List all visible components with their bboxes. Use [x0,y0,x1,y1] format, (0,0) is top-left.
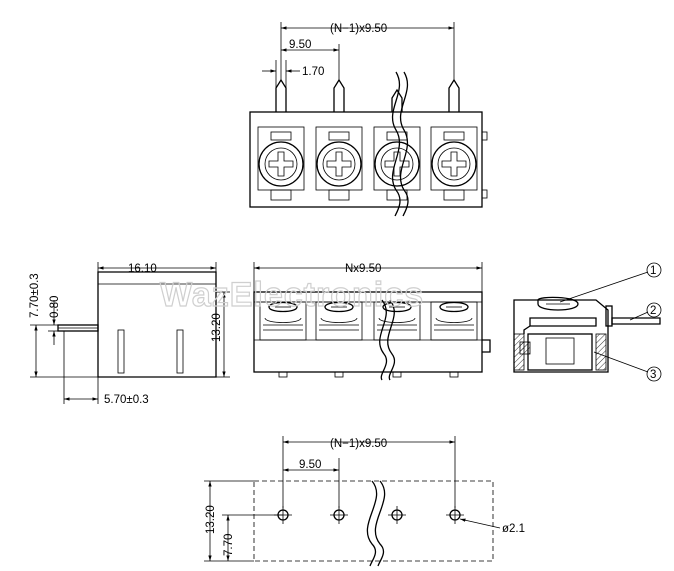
dim-foot-total: (N−1)x9.50 [330,438,387,450]
callout-3: 3 [650,369,656,381]
dim-side-height: 13.20 [211,313,223,342]
cross-slot-icon [326,151,352,177]
screw-head-icon [258,141,304,187]
cross-slot-icon [441,151,467,177]
top-terminal-4 [430,126,478,201]
dim-side-pin-thickness: 0.80 [49,296,61,318]
dim-foot-height: 13.20 [205,505,217,534]
dim-top-pin: 1.70 [302,66,324,78]
footprint-hole-2 [330,506,348,524]
callout-1: 1 [650,265,656,277]
screw-side-icon [324,301,354,313]
callout-2: 2 [650,305,656,317]
screw-head-icon [316,141,362,187]
dim-top-pitch: 9.50 [289,39,311,51]
top-view-pins [275,78,460,112]
dim-foot-pitch: 9.50 [299,459,321,471]
front-terminal-4 [430,301,478,378]
top-view-body [249,111,483,208]
dim-side-depth: 16.10 [128,263,157,275]
top-terminal-1 [257,126,305,201]
top-view: (N−1)x9.50 9.50 1.70 [249,22,488,217]
front-terminal-3 [373,301,421,378]
top-terminal-2 [315,126,363,201]
top-view-terminals [257,126,478,201]
section-view: 1 2 3 [513,262,662,382]
dim-foot-row: 7.70 [223,534,235,556]
front-terminal-1 [259,301,307,378]
dim-side-pin-offset: 5.70±0.3 [104,394,149,406]
watermark: WazElectronics [160,276,424,314]
dim-foot-hole: ø2.1 [502,523,525,535]
screw-side-icon [268,301,298,313]
footprint-hole-3 [388,506,406,524]
footprint-holes [274,506,464,524]
screw-side-icon [439,301,469,313]
side-view: 16.10 13.20 7.70±0.3 0.80 5.70±0.3 [29,262,230,406]
dim-top-total: (N−1)x9.50 [330,23,387,35]
front-view: Nx9.50 [253,262,491,381]
cross-slot-icon [268,151,294,177]
top-terminal-3 [373,126,421,201]
footprint-view: (N−1)x9.50 9.50 13.20 7.70 ø2.1 [204,436,525,567]
screw-head-icon [431,141,477,187]
front-view-terminals [259,301,478,378]
dim-front-total: Nx9.50 [345,263,381,275]
screw-side-icon [382,301,412,313]
screw-head-icon [374,141,420,187]
dim-side-pin-height: 7.70±0.3 [29,273,41,318]
footprint-hole-4 [446,506,464,524]
front-terminal-2 [315,301,363,378]
